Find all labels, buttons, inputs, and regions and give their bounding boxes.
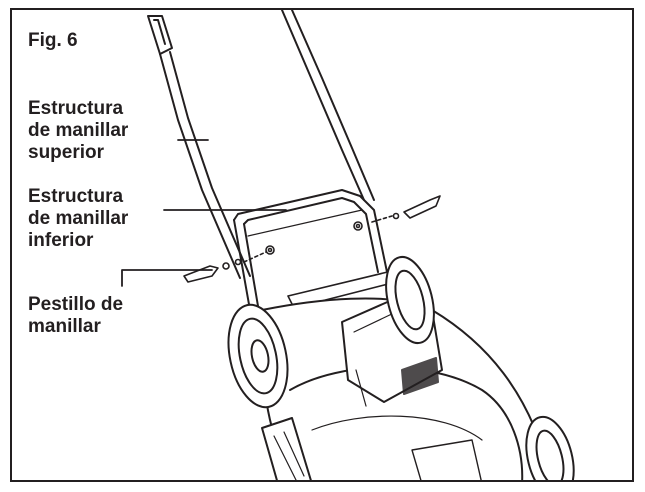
figure-title: Fig. 6 (28, 30, 78, 51)
lawn-mower-drawing (121, 10, 575, 480)
leader-handle-latch (121, 269, 213, 287)
rear-left-wheel (227, 303, 289, 409)
discharge-chute (261, 417, 312, 480)
label-upper-handle-frame: Estructura de manillar superior (28, 98, 128, 164)
lower-handle-frame (233, 189, 388, 311)
label-line: Estructura (28, 98, 124, 119)
figure-frame (10, 8, 634, 482)
label-line: superior (28, 142, 105, 163)
label-line: inferior (28, 230, 94, 251)
front-right-wheel (525, 415, 575, 480)
upper-handle-frame (147, 10, 375, 279)
label-lower-handle-frame: Estructura de manillar inferior (28, 186, 128, 252)
handle-latch-right (243, 195, 441, 263)
label-handle-latch: Pestillo de manillar (28, 294, 123, 338)
label-line: de manillar (28, 120, 129, 141)
label-line: Estructura (28, 186, 124, 207)
rear-right-wheel (385, 255, 435, 345)
label-line: de manillar (28, 208, 129, 229)
label-line: manillar (28, 316, 101, 337)
leader-lines (121, 139, 287, 287)
label-line: Pestillo de (28, 294, 124, 315)
